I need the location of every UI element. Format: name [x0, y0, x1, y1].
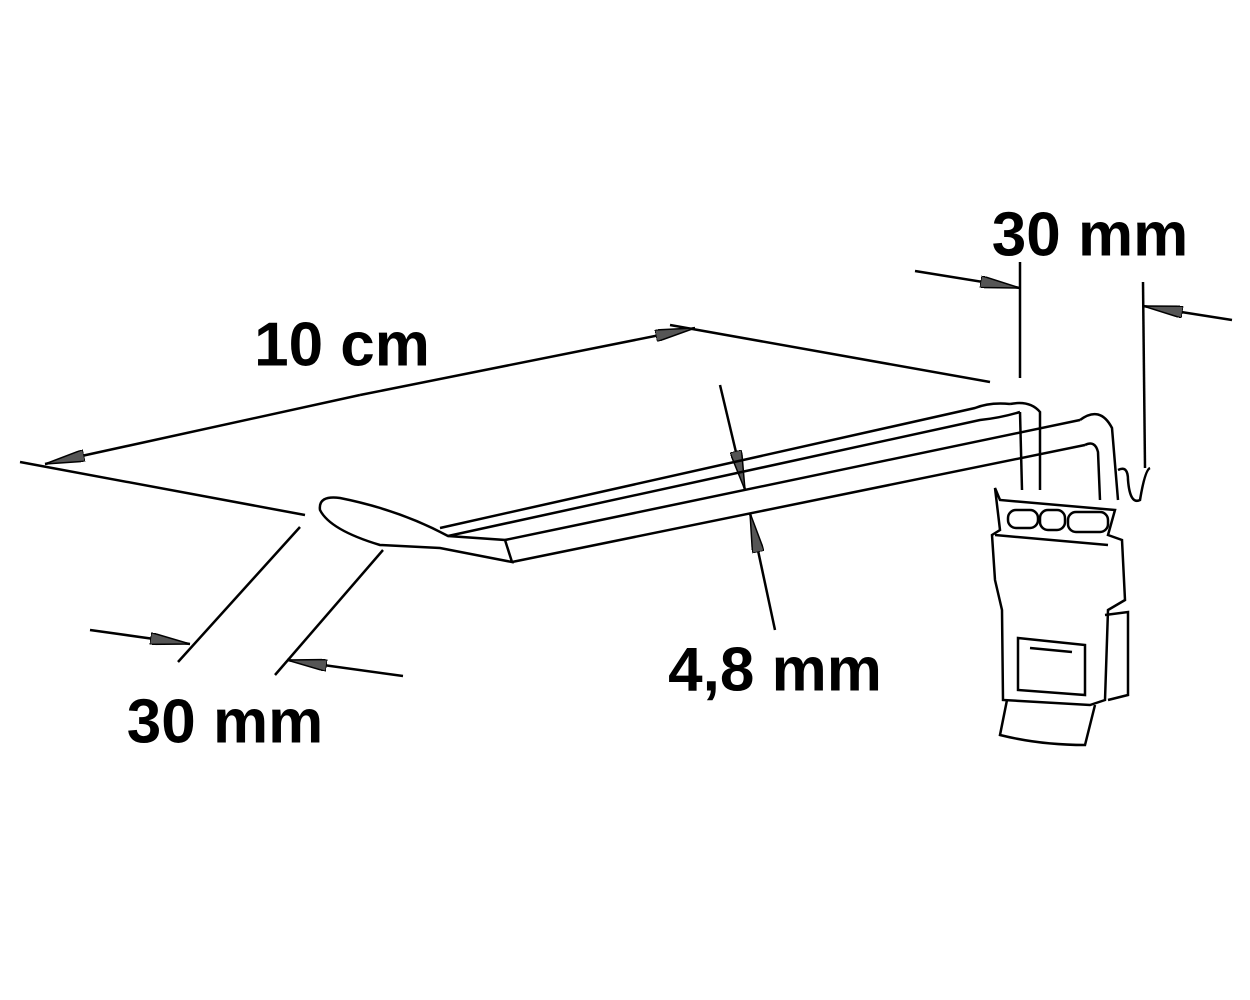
clip-width-label: 30 mm	[991, 200, 1189, 270]
tip-width-label: 30 mm	[126, 687, 324, 757]
length-label: 10 cm	[254, 310, 430, 380]
wire-diameter-label: 4,8 mm	[668, 635, 882, 705]
length-dimension	[19, 323, 991, 517]
hook-wire	[318, 401, 1120, 564]
tip-width-dimension	[89, 526, 404, 678]
clip-width-dimension	[914, 262, 1233, 469]
price-clip	[990, 466, 1151, 747]
wire-diameter-dimension	[718, 384, 777, 631]
